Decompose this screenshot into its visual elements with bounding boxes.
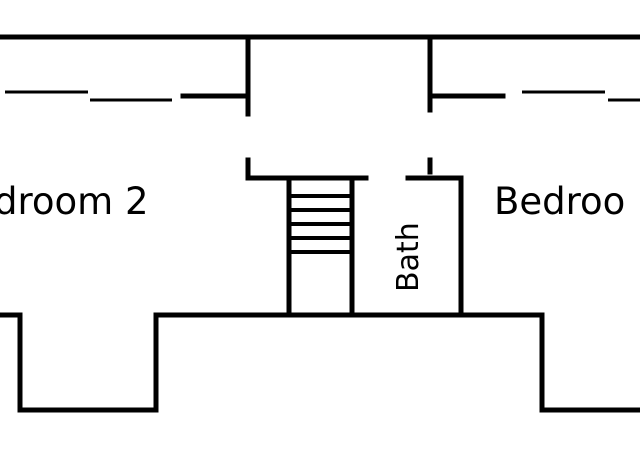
bedroom-2-label: droom 2 [0, 180, 149, 223]
staircase [289, 194, 352, 254]
bath-label: Bath [391, 222, 426, 292]
bedroom-label: Bedroo [494, 180, 625, 223]
lower-outline [0, 312, 640, 413]
